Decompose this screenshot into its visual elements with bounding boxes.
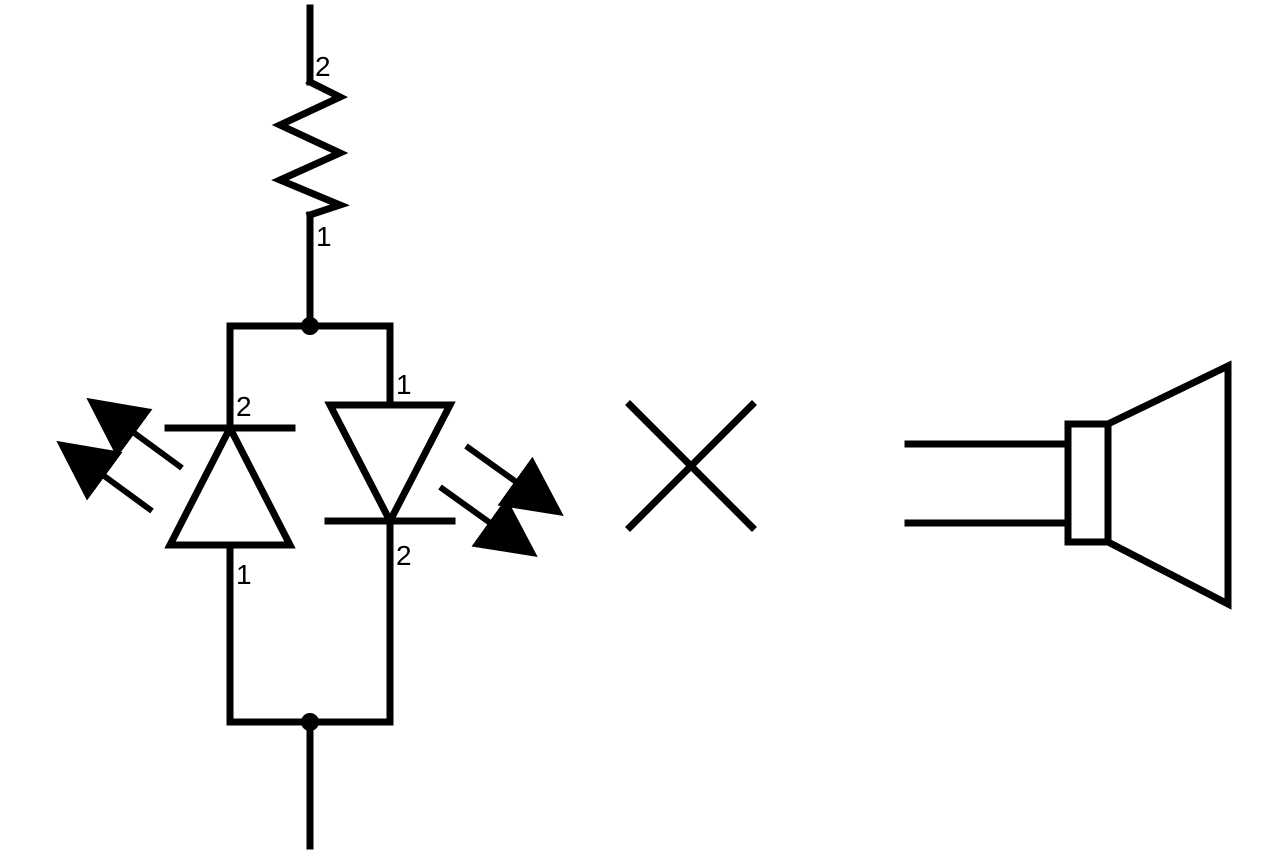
led-right-emission-arrow-upper — [464, 443, 564, 516]
resistor-zigzag — [271, 77, 350, 220]
led-left-pin-anode-label: 1 — [236, 559, 252, 590]
top-bus-wire — [226, 322, 394, 432]
led-left-triangle — [164, 420, 296, 549]
speaker-magnet-box — [1064, 420, 1112, 546]
loudspeaker — [904, 360, 1232, 610]
led-right: 1 2 — [324, 369, 564, 726]
speaker-cone — [1103, 360, 1232, 610]
cross-mark-stroke-b — [625, 400, 757, 532]
resistor-pin-top-label: 2 — [315, 51, 331, 82]
resistor-pin-bottom-label: 1 — [316, 221, 332, 252]
cross-mark — [625, 400, 757, 532]
led-right-pin-cathode-label: 2 — [396, 540, 412, 571]
led-right-pin-anode-label: 1 — [396, 369, 412, 400]
led-left: 2 1 — [56, 391, 296, 726]
resistor: 2 1 — [271, 4, 350, 326]
led-left-pin-cathode-label: 2 — [236, 391, 252, 422]
led-left-emission-arrow-lower — [56, 440, 154, 514]
led-right-emission-arrow-lower — [438, 484, 538, 557]
led-right-triangle — [324, 401, 456, 529]
led-left-emission-arrow-upper — [86, 397, 184, 471]
